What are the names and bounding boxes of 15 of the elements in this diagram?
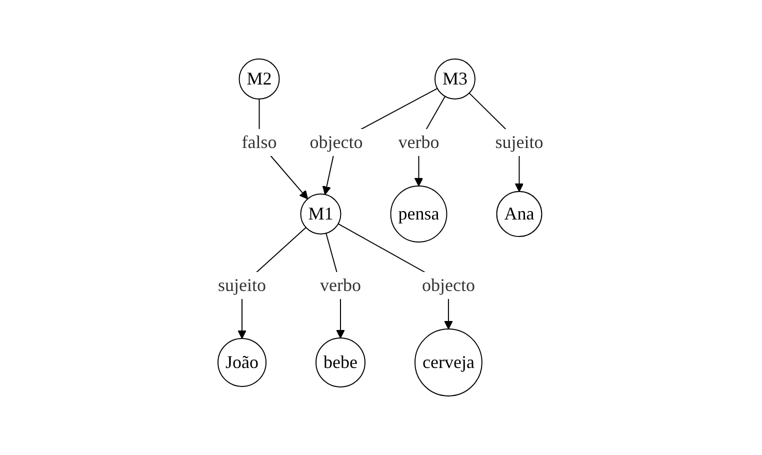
node-circle: M1 [300,194,342,235]
edge-label: sujeito [496,132,544,152]
node-circle: João [218,338,267,387]
edge-label: verbo [320,275,362,296]
node-circle: M2 [239,58,280,100]
node-circle: M3 [434,58,476,100]
edge-label: verbo [398,132,440,152]
edge-label: objecto [310,132,364,152]
edge-label: objecto [422,275,476,296]
node-circle: cerveja [414,328,483,396]
node-circle: Ana [496,191,543,238]
node-circle: pensa [390,186,448,243]
edge-label: sujeito [218,275,266,296]
edge-label: falso [242,132,278,152]
node-circle: bebe [316,338,366,388]
